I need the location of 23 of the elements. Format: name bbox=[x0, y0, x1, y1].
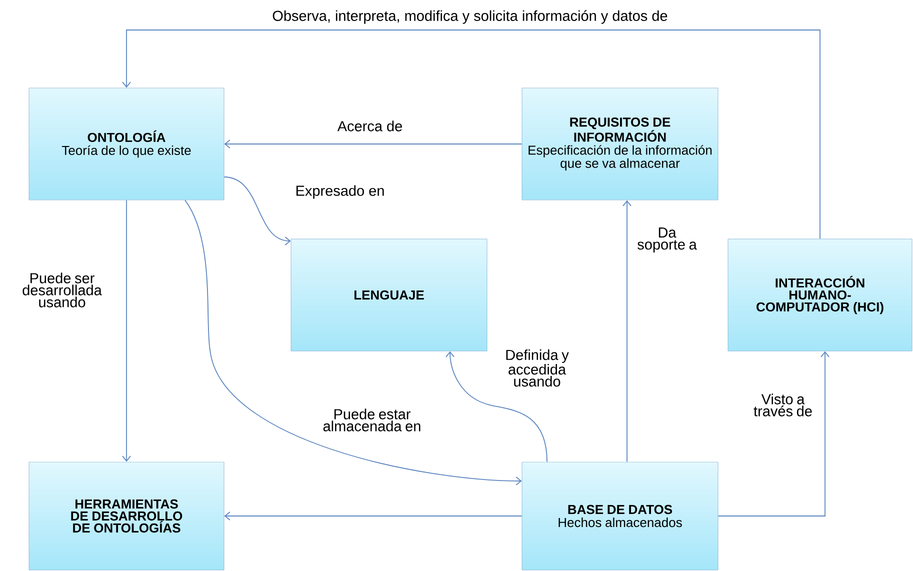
arrow bbox=[446, 351, 548, 462]
arrow bbox=[224, 176, 291, 246]
edge-label: Acerca de bbox=[336, 120, 404, 132]
concept-box: INTERACCIÓN HUMANO-COMPUTADOR (HCI) bbox=[728, 238, 912, 352]
concept-box: ONTOLOGÍA Teoría de lo que existe bbox=[28, 88, 224, 200]
arrow bbox=[718, 351, 830, 516]
edge-label: Puede ser desarrollada usando bbox=[11, 272, 113, 308]
concept-box: BASE DE DATOS Hechos almacenados bbox=[522, 462, 718, 570]
edge-label: Expresado en bbox=[294, 184, 386, 200]
arrow bbox=[122, 30, 820, 240]
arrow bbox=[224, 512, 522, 520]
concept-box: HERRAMIENTAS DE DESARROLLO DE ONTOLOGÍAS bbox=[28, 462, 224, 570]
edge-label: Da soporte a bbox=[630, 226, 704, 254]
edge-label: Puede estar almacenada en bbox=[321, 408, 423, 432]
arrow bbox=[622, 200, 632, 462]
arrow bbox=[184, 200, 522, 486]
concept-box: REQUISITOS DE INFORMACIÓN Especificación de la información que se va almacenar bbox=[522, 88, 718, 200]
edge-label: Definida y accedida usando bbox=[490, 348, 584, 388]
edge-label: Visto a través de bbox=[744, 392, 822, 418]
arrow bbox=[224, 140, 522, 148]
concept-box: LENGUAJE bbox=[290, 238, 488, 352]
arrow bbox=[122, 200, 131, 462]
edge-label: Observa, interpreta, modifica y solicita información y datos de bbox=[271, 9, 669, 25]
